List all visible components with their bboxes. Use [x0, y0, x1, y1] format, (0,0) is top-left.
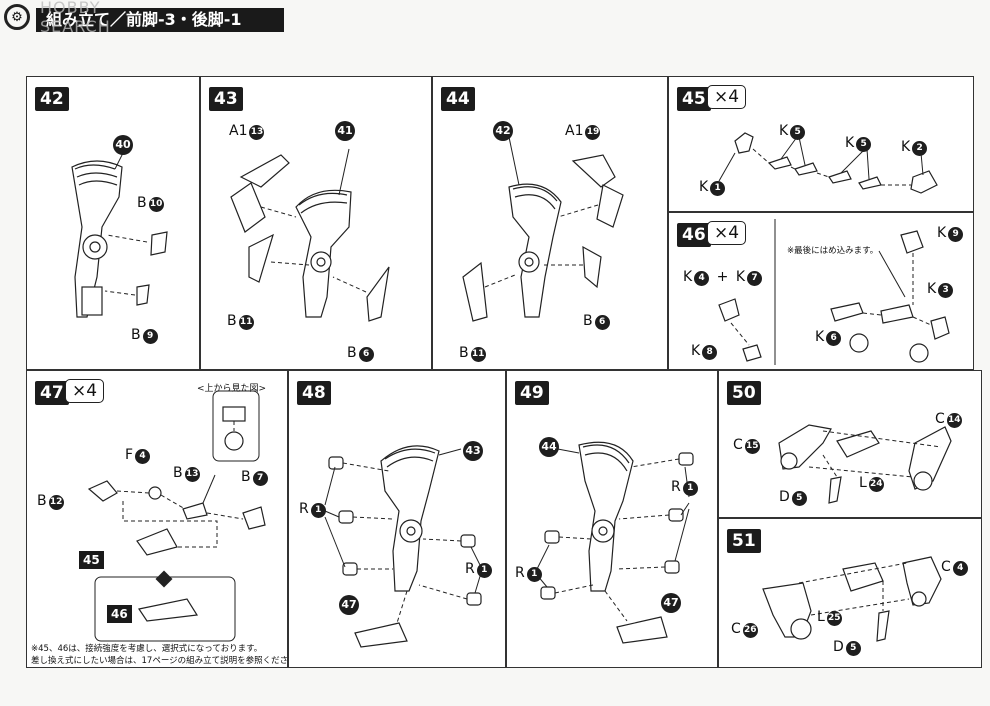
- leg-foot-assembly-illustration: [324, 445, 482, 648]
- tail-parts-illustration: [762, 556, 942, 642]
- leg-foot-assembly-illustration: [536, 441, 694, 644]
- foot-assembly-illustration: [87, 390, 266, 642]
- step-ref-badge: 40: [113, 135, 133, 155]
- selection-note-line2: 差し換え式にしたい場合は、17ページの組み立て説明を参照ください。: [31, 656, 306, 666]
- step-number: 46: [677, 223, 711, 247]
- step-number: 47: [35, 381, 69, 405]
- claw-parts-illustration: [718, 132, 938, 194]
- step-ref-badge-43: 43: [463, 441, 483, 461]
- step-number: 42: [35, 87, 69, 111]
- leg-assembly-illustration: [71, 148, 168, 318]
- step-ref-46: 46: [107, 605, 132, 623]
- step-number: 51: [727, 529, 761, 553]
- step-number: 43: [209, 87, 243, 111]
- top-view-label: <上から見た図>: [197, 384, 267, 394]
- multiplier-badge: ×4: [65, 379, 105, 403]
- leg-assembly-illustration: [230, 148, 390, 322]
- step-ref-45: 45: [79, 551, 104, 569]
- multiplier-badge: ×4: [707, 221, 747, 245]
- step-ref-badge: 41: [335, 121, 355, 141]
- step-number: 45: [677, 87, 711, 111]
- step-number: 48: [297, 381, 331, 405]
- leg-assembly-illustration: [462, 136, 624, 322]
- step-ref-badge: 42: [493, 121, 513, 141]
- multiplier-badge: ×4: [707, 85, 747, 109]
- page-title: 組み立て／前脚-3・後脚-1: [36, 8, 284, 32]
- step-number: 50: [727, 381, 761, 405]
- claw-parts-illustration: [718, 219, 950, 365]
- step-ref-badge-47: 47: [339, 595, 359, 615]
- selection-note-line1: ※45、46は、接続強度を考慮し、選択式になっております。: [31, 644, 263, 654]
- tail-parts-illustration: [778, 424, 952, 504]
- step-ref-badge-44: 44: [539, 437, 559, 457]
- watermark: HOBBY SEARCH: [40, 0, 111, 36]
- step-number: 49: [515, 381, 549, 405]
- step-number: 44: [441, 87, 475, 111]
- note-final-fit: ※最後にはめ込みます。: [787, 246, 879, 256]
- step-ref-badge-47: 47: [661, 593, 681, 613]
- gear-logo-icon: ⚙: [4, 4, 30, 30]
